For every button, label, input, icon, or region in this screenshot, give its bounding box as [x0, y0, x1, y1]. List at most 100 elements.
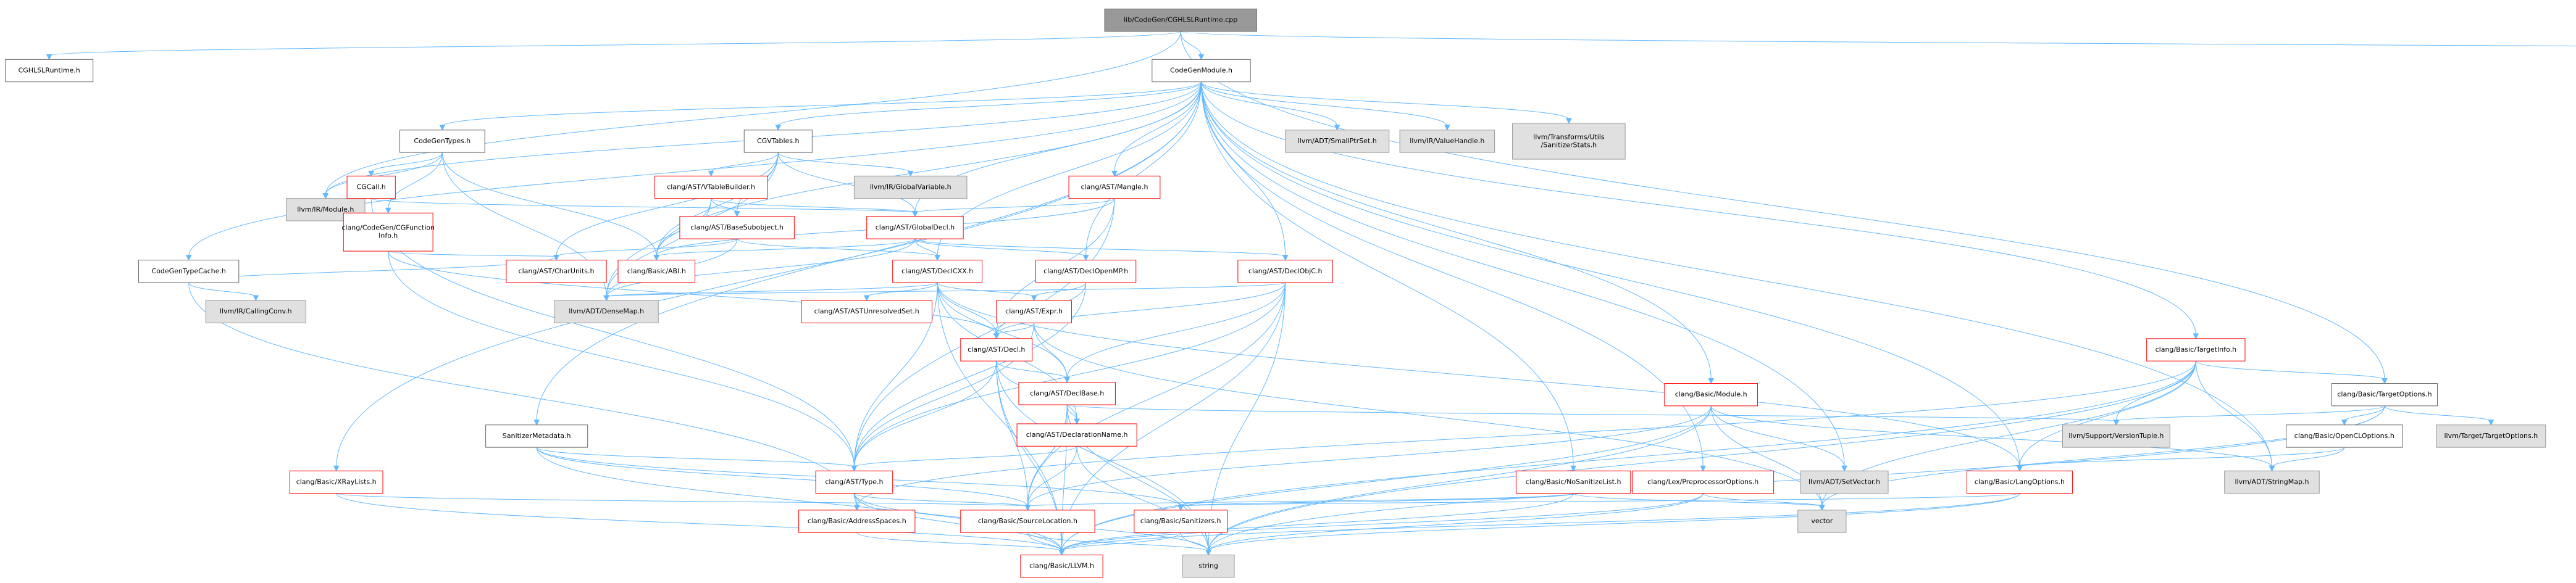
- graph-node-charunits-h[interactable]: clang/AST/CharUnits.h: [506, 260, 607, 283]
- graph-node-decl-h[interactable]: clang/AST/Decl.h: [960, 338, 1033, 362]
- graph-node-abi-h[interactable]: clang/Basic/ABI.h: [617, 260, 696, 283]
- dependency-edge: [2195, 360, 2388, 384]
- node-label: llvm/IR/ValueHandle.h: [1410, 137, 1484, 145]
- node-label: CGVTables.h: [757, 137, 799, 145]
- dependency-edge: [1082, 81, 1202, 261]
- node-label: clang/AST/DeclarationName.h: [1026, 431, 1128, 439]
- dependency-edge: [851, 445, 1077, 472]
- graph-node-vtablebuilder-h[interactable]: clang/AST/VTableBuilder.h: [654, 175, 768, 199]
- dependency-edge: [1200, 81, 1576, 472]
- dependency-edge: [853, 493, 1031, 511]
- graph-node-declcxx-h[interactable]: clang/AST/DeclCXX.h: [892, 260, 983, 283]
- dependency-edge: [46, 31, 1181, 60]
- graph-node-xraylists-h[interactable]: clang/Basic/XRayLists.h: [289, 470, 383, 494]
- dependency-edge: [2384, 405, 2494, 426]
- dependency-edge: [653, 238, 916, 261]
- graph-node-targetinfo-h[interactable]: clang/Basic/TargetInfo.h: [2146, 338, 2246, 362]
- graph-node-globaldecl-h[interactable]: clang/AST/GlobalDecl.h: [866, 216, 964, 239]
- graph-node-codegentypecache-h[interactable]: CodeGenTypeCache.h: [138, 260, 240, 283]
- graph-node-llvm-ir-callingconv-h[interactable]: llvm/IR/CallingConv.h: [205, 300, 306, 323]
- node-label: CodeGenModule.h: [1170, 66, 1232, 74]
- dependency-edge: [1066, 405, 1080, 425]
- graph-node-cghlslruntime-h[interactable]: CGHLSLRuntime.h: [5, 59, 94, 83]
- graph-node-astunresolvedset-h[interactable]: clang/AST/ASTUnresolvedSet.h: [801, 300, 932, 323]
- dependency-edge: [2341, 405, 2385, 426]
- dependency-edge: [1573, 493, 1825, 511]
- dependency-edge: [996, 360, 1071, 383]
- node-label: clang/AST/Mangle.h: [1081, 183, 1148, 191]
- graph-node-llvm-h[interactable]: clang/Basic/LLVM.h: [1020, 555, 1103, 578]
- graph-node-stringmap-h[interactable]: llvm/ADT/StringMap.h: [2224, 470, 2320, 494]
- node-label: SanitizerMetadata.h: [503, 432, 571, 440]
- graph-node-smallptrset-h[interactable]: llvm/ADT/SmallPtrSet.h: [1285, 130, 1390, 153]
- node-label: llvm/Target/TargetOptions.h: [2444, 432, 2538, 440]
- graph-node-sanitizers-h[interactable]: clang/Basic/Sanitizers.h: [1134, 510, 1227, 533]
- dependency-edge: [603, 198, 712, 302]
- dependency-edge: [1111, 81, 1202, 177]
- dependency-edge: [322, 152, 443, 199]
- graph-node-targetoptions-h[interactable]: clang/Basic/TargetOptions.h: [2331, 383, 2438, 407]
- graph-node-nosanitizelist-h[interactable]: clang/Basic/NoSanitizeList.h: [1515, 470, 1631, 494]
- dependency-edge: [1200, 81, 1289, 261]
- graph-node-string[interactable]: string: [1182, 555, 1235, 578]
- dependency-edge: [1024, 446, 1077, 511]
- graph-node-langoptions-h[interactable]: clang/Basic/LangOptions.h: [1966, 470, 2073, 494]
- node-label: llvm/ADT/SmallPtrSet.h: [1298, 137, 1377, 145]
- dependency-edge: [1058, 361, 2196, 556]
- graph-node-llvm-ir-globalvariable-h[interactable]: llvm/IR/GlobalVariable.h: [853, 175, 968, 199]
- dependency-edge: [441, 152, 660, 261]
- graph-node-addressspaces-h[interactable]: clang/Basic/AddressSpaces.h: [798, 510, 916, 533]
- node-label: vector: [1811, 517, 1833, 525]
- graph-node-basic-module-h[interactable]: clang/Basic/Module.h: [1664, 383, 1758, 407]
- graph-node-llvm-targetoptions-h[interactable]: llvm/Target/TargetOptions.h: [2436, 424, 2546, 448]
- node-label: CGCall.h: [357, 183, 386, 191]
- graph-node-cgcall-h[interactable]: CGCall.h: [346, 175, 396, 199]
- dependency-edge: [1200, 81, 1572, 125]
- graph-node-declopenmp-h[interactable]: clang/AST/DeclOpenMP.h: [1035, 260, 1137, 283]
- dependency-edge: [553, 238, 738, 261]
- node-label: clang/AST/DeclOpenMP.h: [1043, 267, 1128, 275]
- node-label: clang/Basic/XRayLists.h: [296, 478, 377, 486]
- graph-node-declobjc-h[interactable]: clang/AST/DeclObjC.h: [1237, 260, 1333, 283]
- graph-node-cgvtables-h[interactable]: CGVTables.h: [743, 130, 813, 153]
- dependency-edge: [333, 81, 1202, 472]
- node-label: CodeGenTypes.h: [414, 137, 470, 145]
- dependency-edge: [934, 81, 1202, 261]
- dependency-edge: [1180, 31, 2576, 47]
- graph-node-versiontuple-h[interactable]: llvm/Support/VersionTuple.h: [2062, 424, 2170, 448]
- dependency-edge: [536, 447, 1065, 556]
- dependency-edge: [322, 31, 1181, 199]
- node-label: clang/Basic/TargetOptions.h: [2337, 391, 2432, 399]
- graph-node-declarationname-h[interactable]: clang/AST/DeclarationName.h: [1016, 423, 1137, 447]
- dependency-edge: [2113, 405, 2385, 426]
- node-label: clang/AST/Decl.h: [968, 345, 1025, 354]
- node-label: clang/Basic/Module.h: [1675, 391, 1747, 399]
- graph-node-sanitizermetadata-h[interactable]: SanitizerMetadata.h: [485, 424, 588, 448]
- node-label: CGHLSLRuntime.h: [19, 66, 80, 74]
- graph-node-ppoptions-h[interactable]: clang/Lex/PreprocessorOptions.h: [1632, 470, 1775, 494]
- dependency-edge: [536, 447, 858, 472]
- dependency-edge: [1200, 81, 1340, 131]
- dependency-edge: [2269, 447, 2345, 472]
- graph-node-codegentypes-h[interactable]: CodeGenTypes.h: [399, 130, 485, 153]
- graph-node-mangle-h[interactable]: clang/AST/Mangle.h: [1068, 175, 1161, 199]
- dependency-edge: [370, 198, 858, 472]
- graph-node-expr-h[interactable]: clang/AST/Expr.h: [996, 300, 1072, 323]
- node-label: clang/AST/DeclObjC.h: [1248, 267, 1323, 275]
- graph-node-valuehandle-h[interactable]: llvm/IR/ValueHandle.h: [1399, 130, 1495, 153]
- node-label: clang/Basic/OpenCLOptions.h: [2294, 432, 2394, 440]
- dependency-edge: [914, 238, 1289, 261]
- graph-node-declbase-h[interactable]: clang/AST/DeclBase.h: [1018, 382, 1116, 405]
- graph-node-sanitizerstats-h[interactable]: llvm/Transforms/Utils/SanitizerStats.h: [1512, 123, 1626, 160]
- graph-node-openclopts-h[interactable]: clang/Basic/OpenCLOptions.h: [2286, 424, 2403, 448]
- node-label: clang/AST/Expr.h: [1005, 307, 1063, 315]
- graph-node-basesubobject-h[interactable]: clang/AST/BaseSubobject.h: [679, 216, 795, 239]
- graph-node-type-h[interactable]: clang/AST/Type.h: [815, 470, 893, 494]
- graph-node-densemap-h[interactable]: llvm/ADT/DenseMap.h: [554, 300, 659, 323]
- graph-node-setvector-h[interactable]: llvm/ADT/SetVector.h: [1800, 470, 1889, 494]
- graph-node-vector[interactable]: vector: [1797, 510, 1847, 533]
- graph-node-sourcelocation-h[interactable]: clang/Basic/SourceLocation.h: [960, 510, 1095, 533]
- graph-node-codegenmodule-h[interactable]: CodeGenModule.h: [1152, 59, 1251, 83]
- node-label: clang/AST/BaseSubobject.h: [690, 223, 784, 231]
